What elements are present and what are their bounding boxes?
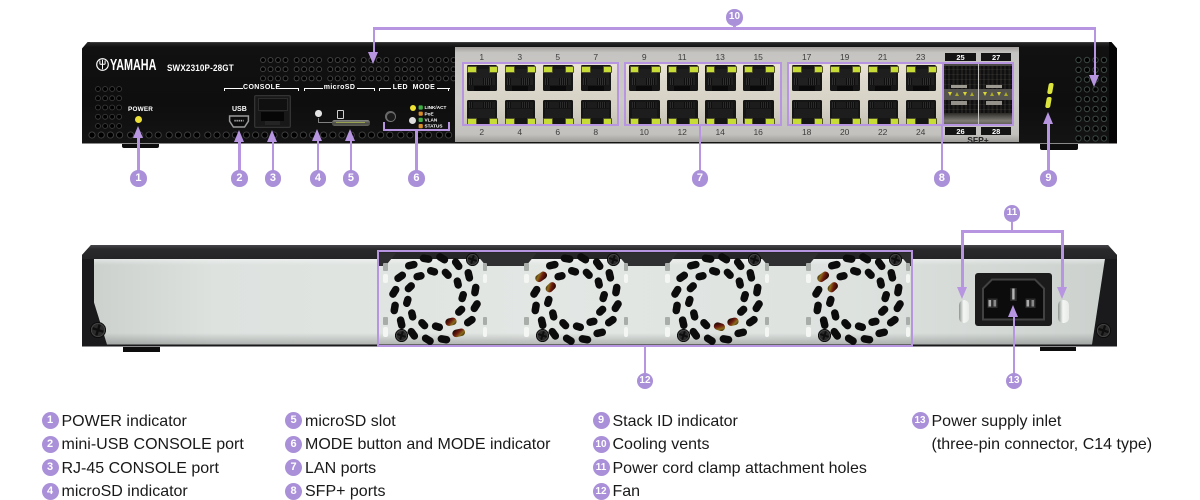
svg-text:PoE: PoE xyxy=(425,111,434,116)
svg-text:VLAN: VLAN xyxy=(425,117,438,122)
svg-text:STATUS: STATUS xyxy=(425,123,443,128)
svg-text:LINK/ACT: LINK/ACT xyxy=(425,105,447,110)
